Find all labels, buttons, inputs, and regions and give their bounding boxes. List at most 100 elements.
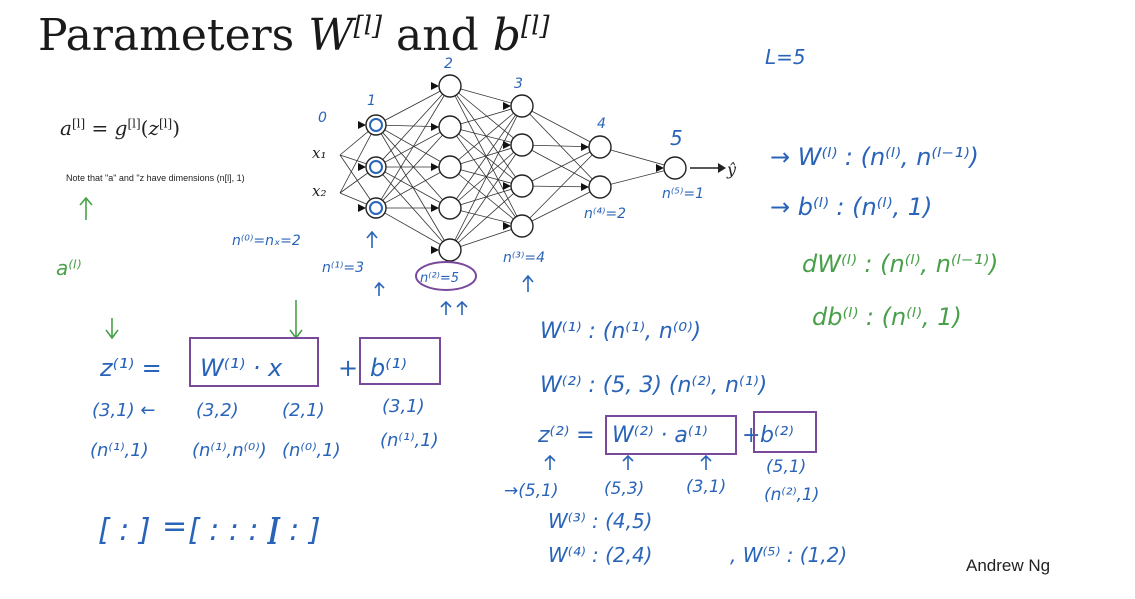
network-edge xyxy=(599,167,676,188)
network-edge xyxy=(375,124,451,209)
network-node xyxy=(510,174,534,198)
z1-b: b⁽¹⁾ xyxy=(370,354,407,382)
network-edge xyxy=(521,186,601,227)
network-edge xyxy=(375,85,451,168)
network-edge xyxy=(449,105,523,128)
ndim-x: (n⁽⁰⁾,1) xyxy=(282,440,341,461)
network-node xyxy=(438,196,462,220)
network-edge xyxy=(449,225,523,251)
dim-x: (2,1) xyxy=(282,400,325,421)
z1-plus: + xyxy=(338,354,358,382)
W2-dimension: W⁽²⁾ : (5, 3) (n⁽²⁾, n⁽¹⁾) xyxy=(540,373,767,398)
network-nodes xyxy=(358,74,687,262)
node-input-arrow xyxy=(581,143,589,151)
layer-num-3: 3 xyxy=(514,76,523,92)
node-input-arrow xyxy=(431,123,439,131)
network-edge xyxy=(521,105,601,188)
W5-dimension: , W⁽⁵⁾ : (1,2) xyxy=(730,543,847,567)
n2-label: n⁽²⁾=5 xyxy=(420,271,459,286)
network-node xyxy=(438,74,462,98)
network-edge xyxy=(521,146,601,227)
db-dimension-rule: db⁽ˡ⁾ : (n⁽ˡ⁾, 1) xyxy=(812,303,962,331)
input-x1: x₁ xyxy=(312,144,326,162)
dim-a1: (3,1) xyxy=(686,477,726,497)
network-edge xyxy=(521,144,601,188)
network-node xyxy=(438,155,462,179)
network-edge xyxy=(375,207,451,251)
network-edge xyxy=(449,105,523,168)
Wx-box xyxy=(189,337,319,387)
b2-box xyxy=(753,411,817,453)
network-node xyxy=(438,115,462,139)
network-edge xyxy=(375,166,451,251)
network-edge xyxy=(521,105,601,148)
layer-num-4: 4 xyxy=(597,116,606,132)
network-edge xyxy=(599,146,676,169)
network-edge xyxy=(375,126,451,209)
network-node xyxy=(663,156,687,180)
node-scribble xyxy=(369,201,383,215)
b-dimension-rule: → b⁽ˡ⁾ : (n⁽ˡ⁾, 1) xyxy=(770,193,932,221)
n3-label: n⁽³⁾=4 xyxy=(503,250,545,266)
network-edge xyxy=(449,144,523,251)
node-input-arrow xyxy=(358,163,366,171)
n4-label: n⁽⁴⁾=2 xyxy=(584,206,626,222)
node-input-arrow xyxy=(656,164,664,172)
dim-z2: →(5,1) xyxy=(504,481,559,501)
network-node xyxy=(588,135,612,159)
ndim-b2: (n⁽²⁾,1) xyxy=(764,485,819,505)
node-scribble xyxy=(369,118,383,132)
W1-dimension: W⁽¹⁾ : (n⁽¹⁾, n⁽⁰⁾) xyxy=(540,319,701,344)
n5-label: n⁽⁵⁾=1 xyxy=(662,186,704,202)
input-x2: x₂ xyxy=(312,182,326,200)
n0-label: n⁽⁰⁾=nₓ=2 xyxy=(232,233,301,249)
node-input-arrow xyxy=(503,182,511,190)
z1-Wx: W⁽¹⁾ · x xyxy=(200,354,283,382)
node-input-arrow xyxy=(581,183,589,191)
network-edge xyxy=(449,185,523,251)
node-input-arrow xyxy=(431,82,439,90)
z2-lhs: z⁽²⁾ = xyxy=(537,423,595,448)
matrix-W: [ : : : ] xyxy=(188,513,280,548)
network-edge xyxy=(375,85,451,126)
network-edge xyxy=(375,124,451,168)
svg-text:a⁽ˡ⁾: a⁽ˡ⁾ xyxy=(56,256,81,280)
network-edge xyxy=(521,146,601,187)
z2-plus: + xyxy=(742,423,760,448)
n2-circle xyxy=(415,261,477,291)
dim-b2: (5,1) xyxy=(766,457,806,477)
ndim-b1: (n⁽¹⁾,1) xyxy=(380,430,439,451)
activation-formula: a[l] = g[l](z[l]) xyxy=(60,116,181,140)
node-input-arrow xyxy=(431,246,439,254)
slide-title: Parameters W[l] and b[l] xyxy=(38,10,550,61)
dimension-note: Note that "a" and "z have dimensions (n[… xyxy=(66,173,245,183)
network-node xyxy=(510,94,534,118)
matrix-equals: = xyxy=(162,509,187,544)
W4-dimension: W⁽⁴⁾ : (2,4) xyxy=(548,543,652,567)
network-node xyxy=(510,133,534,157)
z2-b: b⁽²⁾ xyxy=(760,423,794,448)
dim-W1: (3,2) xyxy=(196,400,239,421)
network-edge xyxy=(449,85,523,146)
a-l-annotation: a⁽ˡ⁾ xyxy=(56,196,93,280)
network-edge xyxy=(449,166,523,227)
network-edge xyxy=(449,105,523,251)
network-node xyxy=(438,238,462,262)
Wa-box xyxy=(605,415,737,455)
matrix-x: [ : ] xyxy=(268,513,321,548)
network-edge xyxy=(449,105,523,209)
node-input-arrow xyxy=(431,163,439,171)
author-credit: Andrew Ng xyxy=(966,556,1051,575)
node-scribble xyxy=(369,160,383,174)
network-edge xyxy=(375,166,451,209)
dW-dimension-rule: dW⁽ˡ⁾ : (n⁽ˡ⁾, n⁽ˡ⁻¹⁾) xyxy=(802,250,998,278)
layer-num-0: 0 xyxy=(318,110,327,126)
dim-W2: (5,3) xyxy=(604,479,644,499)
network-edges xyxy=(339,85,676,251)
layer-num-1: 1 xyxy=(367,93,376,109)
b1-box xyxy=(359,337,441,385)
n1-label: n⁽¹⁾=3 xyxy=(322,260,364,276)
network-edge xyxy=(375,85,451,209)
network-edge xyxy=(449,144,523,209)
node-input-arrow xyxy=(503,141,511,149)
